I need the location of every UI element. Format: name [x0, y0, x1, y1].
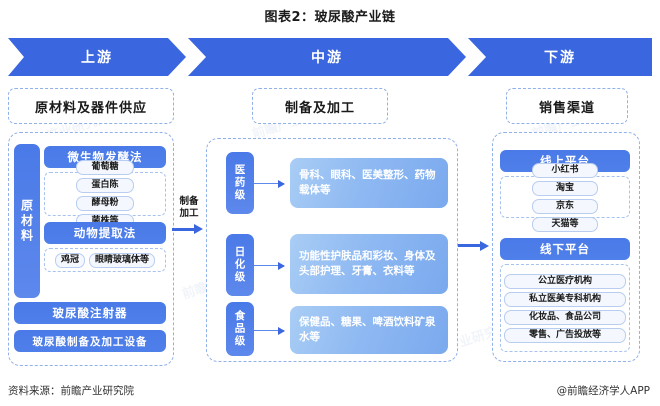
list-item: 蛋白陈 [76, 177, 134, 193]
list-item: 京东 [532, 198, 598, 214]
upstream-bar-injector[interactable]: 玻尿酸注射器 [14, 302, 166, 324]
upstream-bar-equipment[interactable]: 玻尿酸制备及加工设备 [14, 330, 166, 352]
list-item: 天猫等 [532, 216, 598, 232]
section-title-downstream: 销售渠道 [506, 88, 628, 124]
midstream-content-medical: 骨科、眼科、医美整形、药物载体等 [290, 158, 448, 208]
pipeline-banner: 上游 中游 下游 [8, 38, 652, 76]
section-title-midstream: 制备及加工 [252, 88, 388, 124]
banner-label-downstream: 下游 [544, 50, 576, 66]
footer-source: 资料来源：前瞻产业研究院 [8, 385, 134, 397]
banner-segment-downstream[interactable]: 下游 [468, 38, 652, 76]
list-item: 眼睛玻璃体等 [89, 252, 156, 268]
banner-segment-midstream[interactable]: 中游 [188, 38, 466, 76]
downstream-group-header-offline[interactable]: 线下平台 [500, 238, 630, 260]
section-title-upstream: 原材料及器件供应 [8, 88, 174, 124]
midstream-content-cosmetic: 功能性护肤品和彩妆、身体及头部护理、牙膏、衣料等 [290, 234, 448, 294]
upstream-tags-fermentation: 葡萄糖 蛋白陈 酵母粉 菌株等 [44, 159, 166, 229]
banner-segment-upstream[interactable]: 上游 [8, 38, 186, 76]
midstream-grade-food[interactable]: 食品级 [226, 302, 254, 356]
list-item: 小红书 [532, 162, 598, 178]
list-item: 公立医疗机构 [504, 273, 626, 289]
midstream-grade-medical[interactable]: 医药级 [226, 152, 254, 214]
list-item: 化妆品、食品公司 [504, 309, 626, 325]
connector-line-medical [254, 179, 285, 188]
midstream-content-food: 保健品、糖果、啤酒饮料矿泉水等 [290, 306, 448, 354]
connector-label-line1: 制备 [179, 196, 199, 207]
downstream-tags-offline: 公立医疗机构 私立医美专科机构 化妆品、食品公司 零售、广告投放等 [500, 264, 630, 352]
connector-line-cosmetic [254, 261, 285, 270]
banner-label-midstream: 中游 [311, 50, 343, 66]
downstream-tags-online: 小红书 淘宝 京东 天猫等 [500, 162, 630, 232]
list-item: 酵母粉 [76, 195, 134, 211]
connector-upstream-to-midstream: 制备 加工 [172, 196, 206, 235]
footer-attribution: @前瞻经济学人APP [556, 385, 650, 397]
midstream-grade-cosmetic[interactable]: 日化级 [226, 234, 254, 296]
list-item: 淘宝 [532, 180, 598, 196]
connector-line-food [254, 326, 285, 335]
upstream-tags-animal-extraction: 鸡冠 眼睛玻璃体等 [44, 248, 166, 272]
upstream-vertical-label: 原材料 [14, 144, 40, 298]
list-item: 鸡冠 [54, 252, 85, 268]
upstream-group-header-animal-extraction[interactable]: 动物提取法 [44, 222, 166, 244]
list-item: 葡萄糖 [76, 159, 134, 175]
arrow-right-icon-midstream-to-downstream [458, 240, 492, 251]
list-item: 私立医美专科机构 [504, 291, 626, 307]
arrow-right-icon [172, 224, 206, 235]
list-item: 零售、广告投放等 [504, 327, 626, 343]
connector-label-line2: 加工 [179, 207, 199, 219]
banner-label-upstream: 上游 [81, 50, 113, 66]
page-title: 图表2：玻尿酸产业链 [264, 10, 396, 25]
